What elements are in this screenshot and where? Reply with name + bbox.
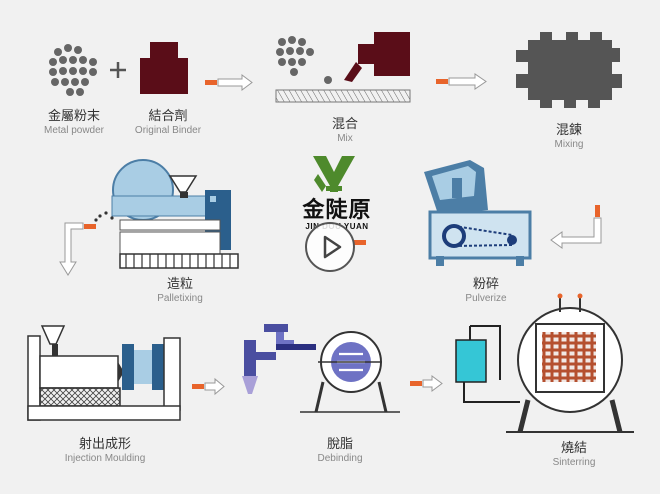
arrow-right-icon xyxy=(192,377,225,396)
label-zh: 混鍊 xyxy=(555,123,582,138)
label-en: Metal powder xyxy=(43,124,105,136)
label-sinterring: 燒結 Sinterring xyxy=(534,441,614,468)
label-zh: 射出成形 xyxy=(78,437,131,452)
sintering-furnace-icon xyxy=(455,293,634,433)
arrow-right-icon xyxy=(205,74,253,91)
label-en: Injection Moulding xyxy=(64,452,146,464)
label-en: Original Binder xyxy=(134,124,202,136)
metal-powder-icon xyxy=(49,44,97,96)
label-en: Mixing xyxy=(554,138,584,150)
label-en: Sinterring xyxy=(552,456,596,468)
jy-logo-icon xyxy=(313,156,355,192)
arrow-right-icon xyxy=(410,375,443,392)
label-zh: 結合劑 xyxy=(148,109,188,124)
label-en: Mix xyxy=(337,132,353,144)
label-original-binder: 結合劑 Original Binder xyxy=(118,109,218,136)
play-icon xyxy=(323,235,342,259)
label-mix: 混合 Mix xyxy=(310,117,380,144)
debinding-machine-icon xyxy=(242,324,400,413)
label-en: Pulverize xyxy=(465,292,507,304)
injection-machine-icon xyxy=(27,325,181,421)
label-zh: 金屬粉末 xyxy=(47,109,100,124)
label-zh: 粉碎 xyxy=(472,277,499,292)
label-mixing: 混鍊 Mixing xyxy=(534,123,604,150)
arrow-left-icon xyxy=(354,240,366,245)
logo-text: 金陡原 xyxy=(302,198,372,223)
label-zh: 混合 xyxy=(331,117,358,132)
label-palletixing: 造粒 Palletixing xyxy=(140,277,220,304)
label-pulverize: 粉碎 Pulverize xyxy=(446,277,526,304)
palletixing-machine-icon xyxy=(94,159,239,269)
mixing-icon xyxy=(516,32,622,108)
label-metal-powder: 金屬粉末 Metal powder xyxy=(28,109,120,136)
binder-block-icon xyxy=(140,42,188,94)
mix-icon xyxy=(275,32,411,103)
label-en: Palletixing xyxy=(157,292,203,304)
label-zh: 脫脂 xyxy=(326,437,353,452)
arrow-right-icon xyxy=(436,73,487,90)
label-zh: 造粒 xyxy=(166,277,193,292)
play-button[interactable] xyxy=(305,222,355,272)
label-debinding: 脫脂 Debinding xyxy=(300,437,380,464)
label-en: Debinding xyxy=(317,452,363,464)
arrow-down-icon xyxy=(59,222,96,276)
arrow-left-down-icon xyxy=(550,205,602,249)
pulverize-machine-icon xyxy=(424,160,532,266)
label-injection: 射出成形 Injection Moulding xyxy=(40,437,170,464)
label-zh: 燒結 xyxy=(560,441,587,456)
plus-icon xyxy=(110,62,126,78)
